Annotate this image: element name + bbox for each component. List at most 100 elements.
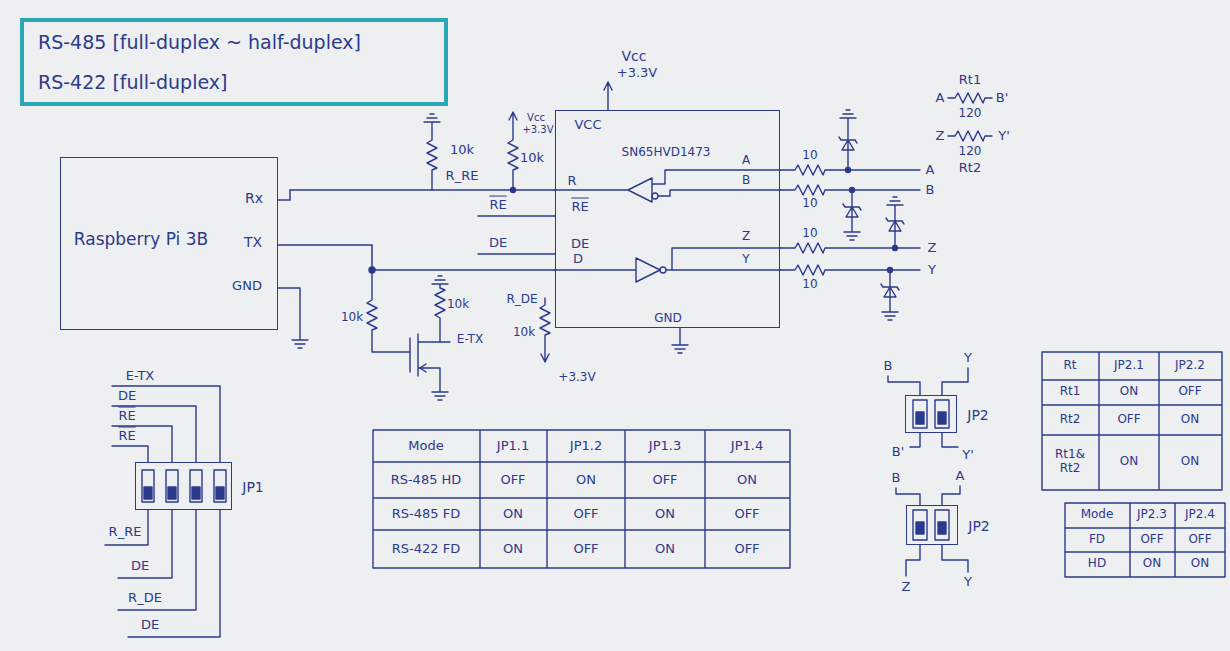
- signal-label: DE: [131, 559, 149, 574]
- node-text: A: [742, 154, 750, 168]
- node-text: RS-422 [full-duplex]: [38, 72, 227, 94]
- de-resistor: [540, 298, 550, 362]
- signal-label: DE: [118, 389, 136, 404]
- node-text: RS-485 [full-duplex ~ half-duplex]: [38, 32, 361, 54]
- termination-table-cell: JP2.1: [1114, 359, 1144, 373]
- dip-switch: [166, 470, 178, 502]
- jumper-pin-label: Y': [962, 448, 974, 463]
- dip-switch: [913, 510, 927, 540]
- mode-table-cell: RS-422 FD: [392, 542, 460, 557]
- mode-table-cell: RS-485 FD: [392, 507, 460, 522]
- table-grid: [1065, 503, 1225, 577]
- signal-label: +3.3V: [617, 66, 657, 81]
- termination-resistor: [948, 93, 992, 103]
- series-resistor: [780, 165, 920, 275]
- receiver-symbol: [652, 193, 658, 199]
- mode-table-cell: ON: [503, 507, 523, 522]
- signal-label: R_RE: [109, 525, 142, 540]
- dip-switch: [216, 487, 224, 499]
- mode-table-cell: OFF: [500, 473, 525, 488]
- signal-label: 10: [802, 227, 817, 241]
- node-text: Rx: [245, 190, 263, 206]
- tvs-diode: [839, 110, 857, 170]
- supply-arrow: [604, 82, 612, 110]
- tvs-diode: [886, 197, 904, 248]
- signal-label: Vcc: [527, 112, 545, 124]
- termination-table-cell: ON: [1181, 455, 1199, 469]
- signal-label: +3.3V: [558, 371, 595, 385]
- signal-label: A: [926, 163, 935, 178]
- jumper-pin-label: B': [892, 445, 905, 460]
- dip-switch-jp2: JP2: [905, 395, 957, 433]
- signal-label: 120: [959, 145, 982, 159]
- node-text: VCC: [574, 118, 601, 133]
- node-text: RE: [571, 200, 588, 215]
- mode-table-cell: ON: [655, 542, 675, 557]
- node-text: B: [742, 174, 750, 188]
- node-text: DE: [571, 237, 589, 252]
- table-grid: [1042, 352, 1222, 490]
- signal-label: RE: [118, 429, 135, 444]
- termination-table-cell: Rt1: [1060, 385, 1081, 399]
- node-text: TX: [244, 234, 262, 250]
- dip-switch: [214, 470, 226, 502]
- node-text: JP2: [967, 407, 988, 423]
- driver-symbol: [555, 248, 780, 282]
- duplex-table-cell: OFF: [1140, 533, 1163, 547]
- mode-table-cell: OFF: [573, 507, 598, 522]
- node-text: D: [573, 252, 583, 267]
- termination-table-cell: JP2.2: [1175, 359, 1205, 373]
- signal-label: +3.3V: [522, 124, 553, 136]
- transistor-circuit: [367, 270, 450, 400]
- dip-switch: [938, 412, 946, 424]
- duplex-table-cell: Mode: [1081, 508, 1114, 522]
- termination-resistor: [948, 93, 992, 141]
- mode-table-cell: OFF: [573, 542, 598, 557]
- duplex-table-cell: HD: [1088, 557, 1106, 571]
- signal-label: 10: [802, 149, 817, 163]
- signal-label: Z: [936, 129, 945, 144]
- tvs-diode: [888, 268, 893, 273]
- signal-label: Z: [928, 241, 937, 256]
- signal-label: Y': [998, 129, 1010, 144]
- tvs-diode: [850, 188, 855, 193]
- receiver-symbol: [555, 170, 780, 202]
- mode-table-cell: ON: [655, 507, 675, 522]
- transistor-circuit: [367, 267, 450, 400]
- node-text: Y: [742, 253, 749, 267]
- table-grid: [373, 430, 790, 568]
- signal-wire: [278, 245, 555, 270]
- mode-table-cell: OFF: [734, 507, 759, 522]
- node-text: R: [567, 174, 576, 189]
- dip-switch-jp1: JP1: [135, 462, 232, 510]
- pullup-resistor: [508, 112, 518, 193]
- duplex-table-cell: ON: [1143, 557, 1161, 571]
- raspberry-pi-box: Raspberry Pi 3BRxTXGND: [60, 157, 278, 330]
- signal-label: DE: [489, 236, 507, 251]
- driver-symbol: [555, 248, 780, 282]
- supply-arrow: [604, 82, 612, 110]
- dip-switch: [190, 470, 202, 502]
- series-resistor: [780, 243, 920, 253]
- series-resistor: [780, 265, 920, 275]
- duplex-table-cell: JP2.3: [1137, 508, 1167, 522]
- driver-symbol: [660, 267, 666, 273]
- mode-table-cell: Mode: [408, 439, 443, 454]
- termination-table-cell: OFF: [1178, 385, 1201, 399]
- signal-label: RE: [489, 198, 506, 213]
- node-text: Raspberry Pi 3B: [71, 230, 211, 250]
- signal-label: 10k: [450, 143, 474, 158]
- mode-table-cell: JP1.2: [570, 439, 602, 454]
- mode-table-cell: RS-485 HD: [391, 473, 462, 488]
- dip-switch: [935, 510, 949, 540]
- mode-table-cell: JP1.3: [649, 439, 681, 454]
- signal-wire: [278, 190, 555, 200]
- chip-ground: [672, 328, 688, 353]
- title-box: RS-485 [full-duplex ~ half-duplex] RS-422…: [20, 18, 448, 106]
- signal-label: A: [936, 91, 945, 106]
- node-text: GND: [654, 312, 682, 326]
- pulldown-resistor: [424, 114, 440, 190]
- jp2-wires: [888, 368, 968, 447]
